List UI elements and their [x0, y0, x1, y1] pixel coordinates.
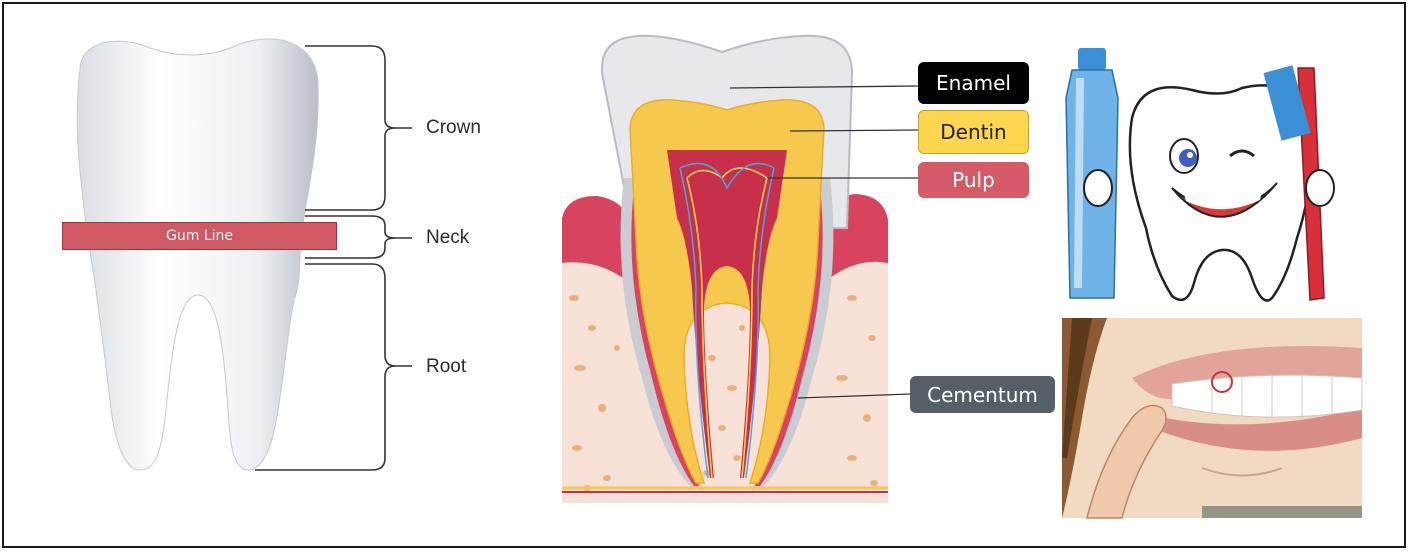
enamel-badge: Enamel [918, 62, 1029, 104]
cementum-badge: Cementum [910, 376, 1055, 413]
gum-photo [1062, 318, 1362, 518]
root-label: Root [426, 356, 466, 378]
pulp-badge: Pulp [918, 162, 1029, 198]
part-brackets [300, 40, 420, 480]
dentin-badge: Dentin [918, 110, 1029, 154]
gum-line-bar: Gum Line [62, 222, 337, 250]
cartoon-tooth-image [1062, 38, 1347, 316]
crown-label: Crown [426, 117, 481, 139]
neck-label: Neck [426, 227, 469, 249]
